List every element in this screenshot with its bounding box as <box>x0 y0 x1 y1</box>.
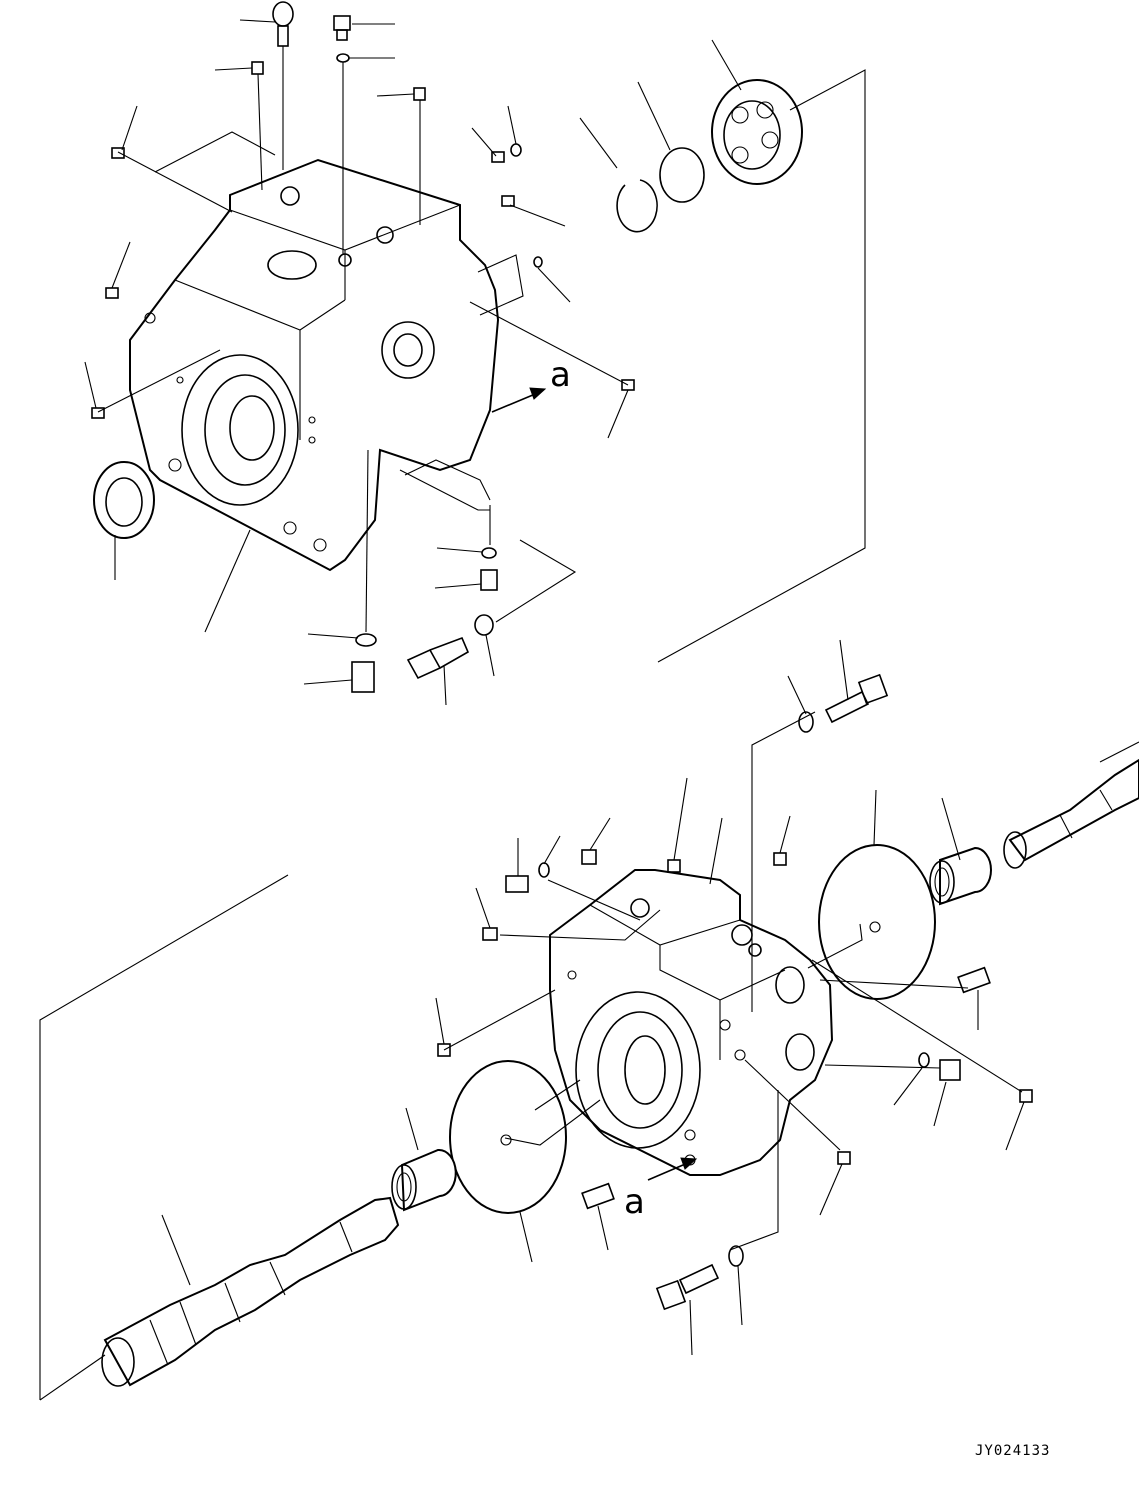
upper-callout-a: a <box>491 355 571 413</box>
upper-side-port <box>381 321 435 379</box>
upper-oil-seal <box>93 461 155 539</box>
lower-flange-ring <box>575 991 701 1149</box>
upper-flange-ring <box>181 354 299 506</box>
upper-pump-assembly <box>129 158 500 572</box>
upper-snap-ring <box>659 147 705 203</box>
eye-bolt <box>272 1 294 27</box>
lower-bolt-bottom <box>678 1263 720 1295</box>
upper-bolt <box>406 648 442 680</box>
upper-circlip <box>616 179 658 233</box>
upper-housing <box>129 158 500 572</box>
upper-bearing <box>711 79 803 185</box>
lower-callout-label: a <box>624 1182 645 1222</box>
lower-callout-a: a <box>624 1157 698 1222</box>
lower-needle-bearing-right <box>929 846 992 906</box>
lower-needle-bearing-left <box>391 1148 457 1212</box>
lower-housing <box>549 869 834 1176</box>
lower-leader-lines <box>39 639 1139 1401</box>
lower-pump-assembly <box>549 869 834 1176</box>
lower-shaft-left <box>101 1196 400 1387</box>
drawing-code: JY024133 <box>975 1443 1051 1459</box>
upper-leader-lines <box>84 19 866 706</box>
plug-top <box>333 15 351 31</box>
lower-shaft-right <box>1003 758 1139 869</box>
lower-cover-plate-left <box>449 1060 567 1214</box>
upper-callout-label: a <box>550 355 571 395</box>
lower-bolt-top <box>824 690 870 724</box>
